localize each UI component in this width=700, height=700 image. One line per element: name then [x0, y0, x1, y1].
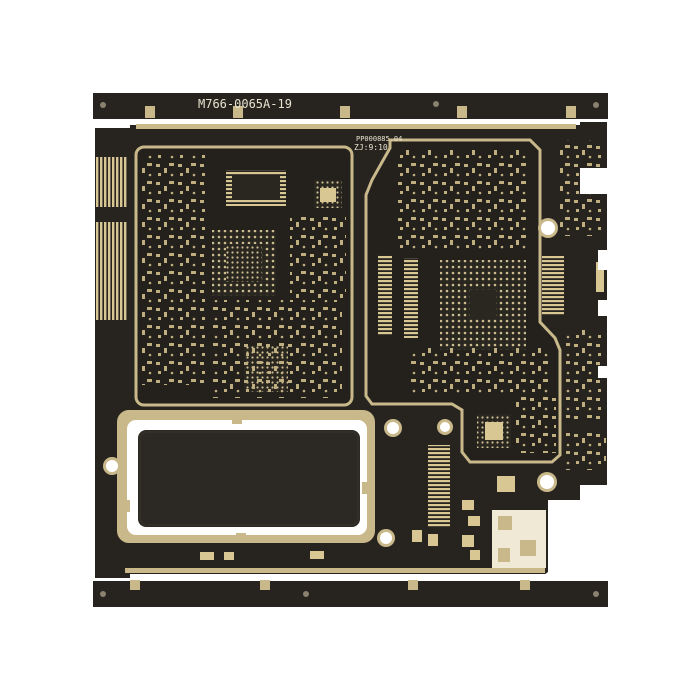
- edge-connector-lower: [95, 222, 127, 320]
- component-cluster: [410, 348, 550, 396]
- component-cluster: [212, 300, 342, 398]
- pad-plate: [138, 430, 360, 527]
- bottom-gold-strip: [125, 568, 545, 573]
- rail-tabs: [122, 106, 576, 590]
- connector-footprint: [404, 258, 418, 338]
- connector-footprint: [542, 256, 564, 316]
- top-gold-strip: [136, 124, 576, 129]
- right-edge-notches: [580, 168, 608, 378]
- component-cluster: [290, 216, 346, 298]
- pcb-board: [93, 93, 608, 607]
- edge-connector-upper: [95, 157, 127, 207]
- component-cluster: [566, 430, 606, 470]
- component-cluster: [566, 330, 602, 420]
- connector-footprint: [378, 255, 392, 335]
- board-label-top: M766-0065A-19: [198, 97, 292, 111]
- component-cluster: [514, 395, 556, 453]
- component-cluster: [142, 155, 208, 385]
- date-code-label: ZJ:9:10: [354, 143, 388, 152]
- top-rail: [93, 93, 608, 119]
- component-cluster: [396, 150, 530, 250]
- part-number-label: PP000885.04: [356, 135, 402, 143]
- bottom-rail: [93, 581, 608, 607]
- connector-footprint: [428, 445, 450, 527]
- rail-holes: [100, 101, 599, 597]
